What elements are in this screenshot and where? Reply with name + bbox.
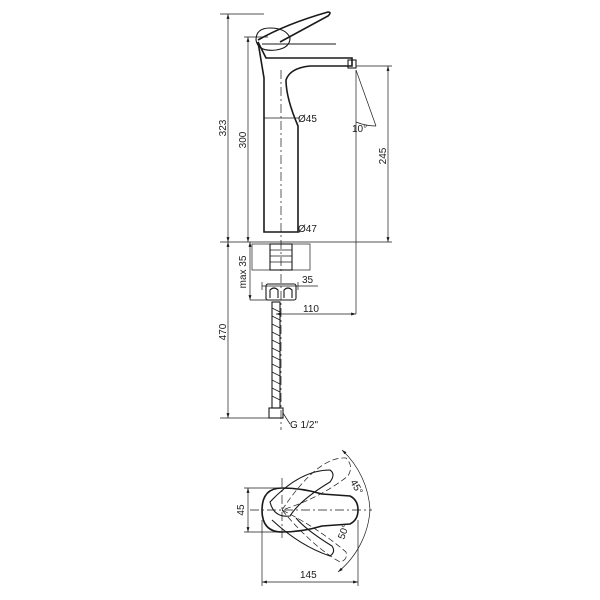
dim-label-45-plan: 45 bbox=[236, 504, 247, 516]
dim-label-145: 145 bbox=[300, 570, 317, 581]
elevation-view: 323 300 245 470 max 35 35 110 Ø45 Ø47 10… bbox=[218, 11, 392, 431]
nut-slot-left bbox=[269, 287, 279, 298]
threaded-stud bbox=[269, 243, 293, 271]
plan-lever-envelope-50 bbox=[281, 509, 347, 563]
plan-lever-bottom bbox=[271, 517, 335, 557]
lever-cartridge bbox=[255, 27, 291, 51]
plan-lever-envelope-45 bbox=[281, 457, 351, 511]
dim-label-50deg: 50° bbox=[336, 523, 352, 541]
plan-body bbox=[261, 487, 359, 533]
faucet-lever bbox=[257, 11, 331, 43]
dim-label-300: 300 bbox=[238, 131, 249, 148]
dim-label-35: 35 bbox=[302, 275, 314, 286]
dim-label-max35: max 35 bbox=[238, 255, 249, 288]
dim-label-323: 323 bbox=[218, 119, 229, 136]
plan-lever-top bbox=[269, 469, 334, 517]
dim-label-dia45: Ø45 bbox=[298, 114, 317, 125]
plan-view: 45 145 45° 50° bbox=[236, 449, 372, 586]
flex-hose bbox=[268, 301, 291, 425]
dim-label-10deg: 10° bbox=[352, 124, 367, 135]
dim-label-470: 470 bbox=[218, 323, 229, 340]
faucet-body bbox=[257, 41, 353, 233]
thread-leader bbox=[282, 412, 291, 425]
angle-arc-10 bbox=[355, 121, 377, 127]
angle-arc-45 bbox=[341, 449, 371, 511]
dim-label-110: 110 bbox=[303, 304, 319, 315]
dim-label-dia47: Ø47 bbox=[298, 224, 317, 235]
dim-label-g12: G 1/2" bbox=[290, 420, 318, 431]
dim-label-245: 245 bbox=[378, 147, 389, 164]
angle-line-10 bbox=[355, 69, 377, 127]
mounting-nut bbox=[265, 283, 297, 301]
hose-braid bbox=[271, 307, 281, 401]
countertop-section-right bbox=[291, 243, 311, 271]
dim-label-45deg: 45° bbox=[347, 478, 364, 497]
countertop-section-left bbox=[251, 243, 271, 271]
nut-slot-right bbox=[283, 287, 293, 298]
angle-arc-50 bbox=[337, 509, 371, 573]
aerator bbox=[347, 59, 357, 69]
